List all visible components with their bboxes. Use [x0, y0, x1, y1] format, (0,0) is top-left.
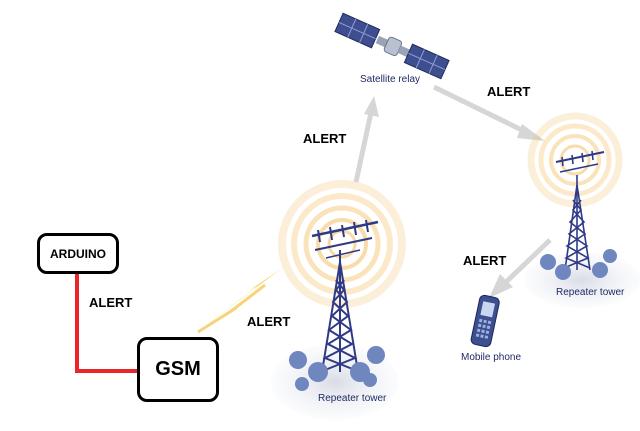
tower-right-caption: Repeater tower — [556, 287, 625, 298]
satellite-caption: Satellite relay — [360, 74, 421, 85]
gsm-box: GSM — [137, 337, 219, 402]
tower-left-caption: Repeater tower — [318, 393, 387, 404]
wire-connection — [75, 274, 140, 373]
alert-label-phone: ALERT — [463, 253, 507, 268]
repeater-tower-left — [271, 180, 406, 420]
arduino-box: ARDUINO — [37, 233, 119, 274]
alert-label-wire: ALERT — [89, 295, 133, 310]
arrow-satellite-to-tower — [432, 84, 545, 141]
arrow-tower-to-phone — [489, 238, 552, 298]
phone-caption: Mobile phone — [461, 352, 522, 363]
repeater-tower-right — [524, 112, 640, 308]
alert-label-lightning: ALERT — [247, 314, 291, 329]
satellite-icon — [334, 12, 450, 80]
arduino-label: ARDUINO — [50, 246, 106, 261]
mobile-phone-icon — [470, 294, 500, 348]
alert-label-satellite: ALERT — [487, 84, 531, 99]
alert-label-up: ALERT — [303, 131, 347, 146]
arrow-tower-to-satellite — [353, 96, 379, 183]
lightning-icon — [197, 268, 282, 334]
gsm-label: GSM — [155, 358, 201, 380]
